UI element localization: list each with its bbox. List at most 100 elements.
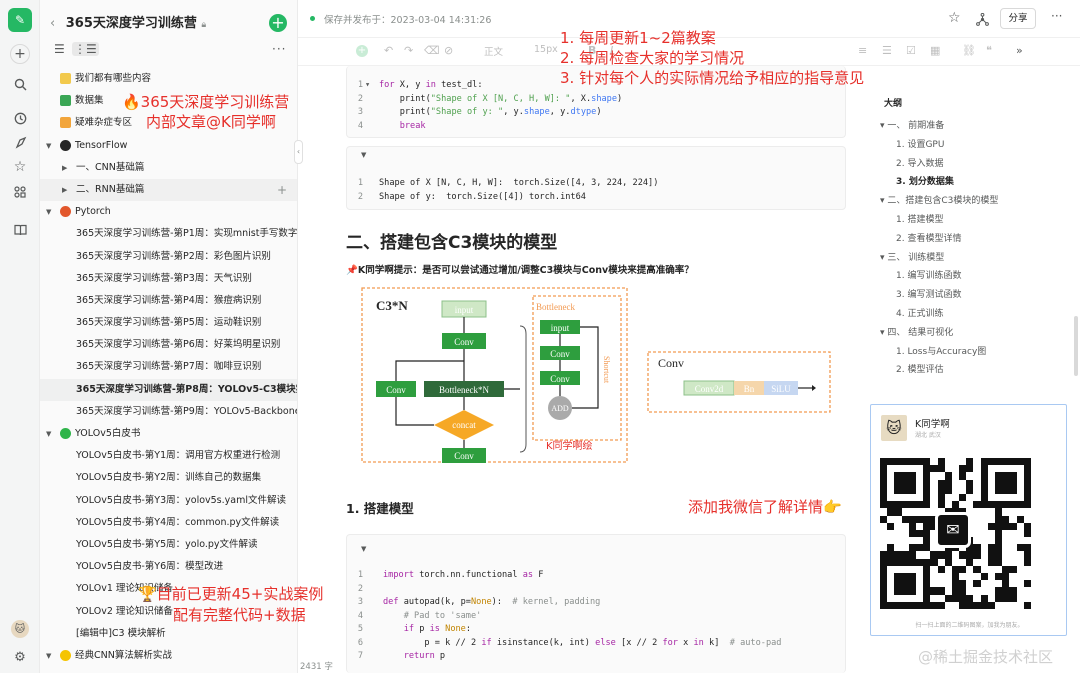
chevron-right-icon[interactable]: ▶ [62,163,68,172]
back-arrow-icon[interactable]: ‹ [50,16,56,31]
todo-icon[interactable]: ☑ [906,44,916,57]
add-doc-button[interactable]: + [269,14,287,32]
outline-item[interactable]: 3. 划分数据集 [896,174,954,187]
font-size-select[interactable]: 15px [534,44,558,55]
format-painter-icon[interactable]: ⌫ [424,44,440,57]
sidebar-item[interactable]: ▶二、RNN基础篇+ [40,178,297,202]
sidebar-collapse-button[interactable]: ‹ [294,140,303,164]
share-tree-icon[interactable] [976,11,989,30]
chevron-down-icon[interactable]: ▾ [880,196,888,207]
outline-item[interactable]: 1. 编写训练函数 [896,268,961,281]
scrollbar[interactable] [1074,316,1078,376]
outline-item[interactable]: 4. 正式训练 [896,306,943,319]
outline-title: 大纲 [884,99,903,109]
sidebar-item[interactable]: ▼TensorFlow [40,135,297,157]
code-text: def autopad(k, p=None): # kernel, paddin… [383,596,600,610]
outline-item[interactable]: 2. 查看模型详情 [896,231,961,244]
book-title[interactable]: ‹ 365天深度学习训练营 🔒︎ [50,16,207,31]
text-style-select[interactable]: 正文 [484,47,504,58]
sidebar-item[interactable]: YOLOv5白皮书-第Y6周：模型改进 [40,556,297,578]
star-icon[interactable]: ☆ [13,159,27,175]
list-icon[interactable]: ☰ [882,44,892,57]
compass-icon[interactable] [8,130,32,154]
sidebar-item[interactable]: YOLOv5白皮书-第Y5周：yolo.py文件解读 [40,534,297,556]
sidebar-item[interactable]: 数据集 [40,90,297,112]
sidebar-item[interactable]: 365天深度学习训练营-第P9周：YOLOv5-Backbone... [40,401,297,423]
sidebar-item[interactable]: 365天深度学习训练营-第P2周：彩色图片识别 [40,246,297,268]
link-icon[interactable]: ⛓ [962,44,976,57]
outline-item[interactable]: ▾ 一、 前期准备 [880,118,944,131]
sidebar-item[interactable]: [编辑中]C3 模块解析 [40,623,297,645]
sidebar-item[interactable]: 365天深度学习训练营-第P1周：实现mnist手写数字... [40,223,297,245]
insert-icon[interactable]: + [356,45,368,57]
chevron-right-icon[interactable]: ▶ [62,185,68,194]
italic-icon[interactable]: I [610,44,614,57]
star-icon[interactable]: ☆ [948,10,961,26]
logo-icon[interactable]: ✎ [8,8,32,32]
chevron-down-icon[interactable]: ▾ [880,327,888,338]
more-icon[interactable]: ··· [272,42,287,56]
table-icon[interactable]: ▦ [930,44,941,57]
bold-icon[interactable]: B [588,44,597,57]
outline-item[interactable]: 1. 搭建模型 [896,212,943,225]
outline-view-icon[interactable]: ⋮☰ [72,42,99,56]
more-icon[interactable]: ··· [1051,9,1063,23]
sidebar-item[interactable]: 365天深度学习训练营-第P3周：天气识别 [40,268,297,290]
list-view-icon[interactable]: ☰ [54,42,65,56]
align-icon[interactable]: ≡ [858,44,868,57]
expand-toolbar-icon[interactable]: » [1016,44,1023,57]
sidebar-item-label: 365天深度学习训练营-第P7周：咖啡豆识别 [76,361,262,373]
sidebar-item[interactable]: ▼YOLOv5白皮书 [40,423,297,445]
chevron-down-icon[interactable]: ▼ [361,151,367,159]
line-number: 7 [357,651,363,661]
sidebar-item[interactable]: 365天深度学习训练营-第P7周：咖啡豆识别 [40,356,297,378]
chevron-down-icon[interactable]: ▼ [46,651,52,660]
chevron-down-icon[interactable]: ▼ [46,141,52,150]
sidebar-item[interactable]: ▶一、CNN基础篇 [40,157,297,179]
sidebar-item[interactable]: 我们都有哪些内容 [40,68,297,90]
outline-item[interactable]: ▾ 四、 结果可视化 [880,325,953,338]
outline-item[interactable]: 2. 导入数据 [896,156,943,169]
outline-item[interactable]: 2. 模型评估 [896,362,943,375]
sidebar-item[interactable]: 365天深度学习训练营-第P4周：猴痘病识别 [40,290,297,312]
gear-icon[interactable]: ⚙ [14,649,26,665]
chevron-down-icon[interactable]: ▼ [46,430,52,438]
sidebar-item[interactable]: YOLOv5白皮书-第Y2周：训练自己的数据集 [40,467,297,489]
sidebar-item[interactable]: YOLOv1 理论知识储备 [40,578,297,600]
outline-item[interactable]: ▾ 三、 训练模型 [880,250,944,263]
chevron-down-icon[interactable]: ▾ [880,121,888,131]
outline-item[interactable]: ▾ 二、搭建包含C3模块的模型 [880,193,998,206]
search-icon[interactable] [8,72,32,96]
outline-item[interactable]: 1. Loss与Accuracy图 [896,344,986,357]
undo-icon[interactable]: ↶ [384,44,394,57]
sidebar-item[interactable]: ▼经典CNN算法解析实战 [40,645,297,667]
sidebar-item[interactable]: YOLOv5白皮书-第Y3周：yolov5s.yaml文件解读 [40,490,297,512]
sidebar-item[interactable]: 365天深度学习训练营-第P5周：运动鞋识别 [40,312,297,334]
sidebar-item[interactable]: YOLOv2 理论知识储备 [40,601,297,623]
book-icon[interactable] [8,218,32,242]
clock-icon[interactable] [8,106,32,130]
quote-icon[interactable]: ❝ [986,44,992,57]
sidebar-item[interactable]: ▼Pytorch [40,201,297,223]
sidebar-item[interactable]: 疑难杂症专区 [40,112,297,134]
outline-item[interactable]: 3. 编写测试函数 [896,287,961,300]
sidebar-item[interactable]: 365天深度学习训练营-第P8周：YOLOv5-C3模块实... [40,378,297,401]
sidebar-item[interactable]: YOLOv5白皮书-第Y1周：调用官方权重进行检测 [40,445,297,467]
sidebar-item[interactable]: 365天深度学习训练营-第P6周：好莱坞明星识别 [40,334,297,356]
grid-icon[interactable] [8,180,32,204]
outline-item[interactable]: 1. 设置GPU [896,137,944,150]
share-button[interactable]: 分享 [1000,8,1036,29]
chevron-down-icon[interactable]: ▼ [46,208,52,217]
add-child-icon[interactable]: + [277,182,288,197]
clear-format-icon[interactable]: ⊘ [444,44,454,57]
chevron-down-icon[interactable]: ▾ [880,252,888,263]
avatar[interactable]: 🐱 [11,620,29,638]
redo-icon[interactable]: ↷ [404,44,414,57]
fold-icon[interactable]: ▾ [365,80,371,90]
chevron-down-icon[interactable]: ▼ [361,545,367,553]
plus-icon[interactable]: + [10,44,30,64]
sidebar-item[interactable]: YOLOv5白皮书-第Y4周：common.py文件解读 [40,512,297,534]
